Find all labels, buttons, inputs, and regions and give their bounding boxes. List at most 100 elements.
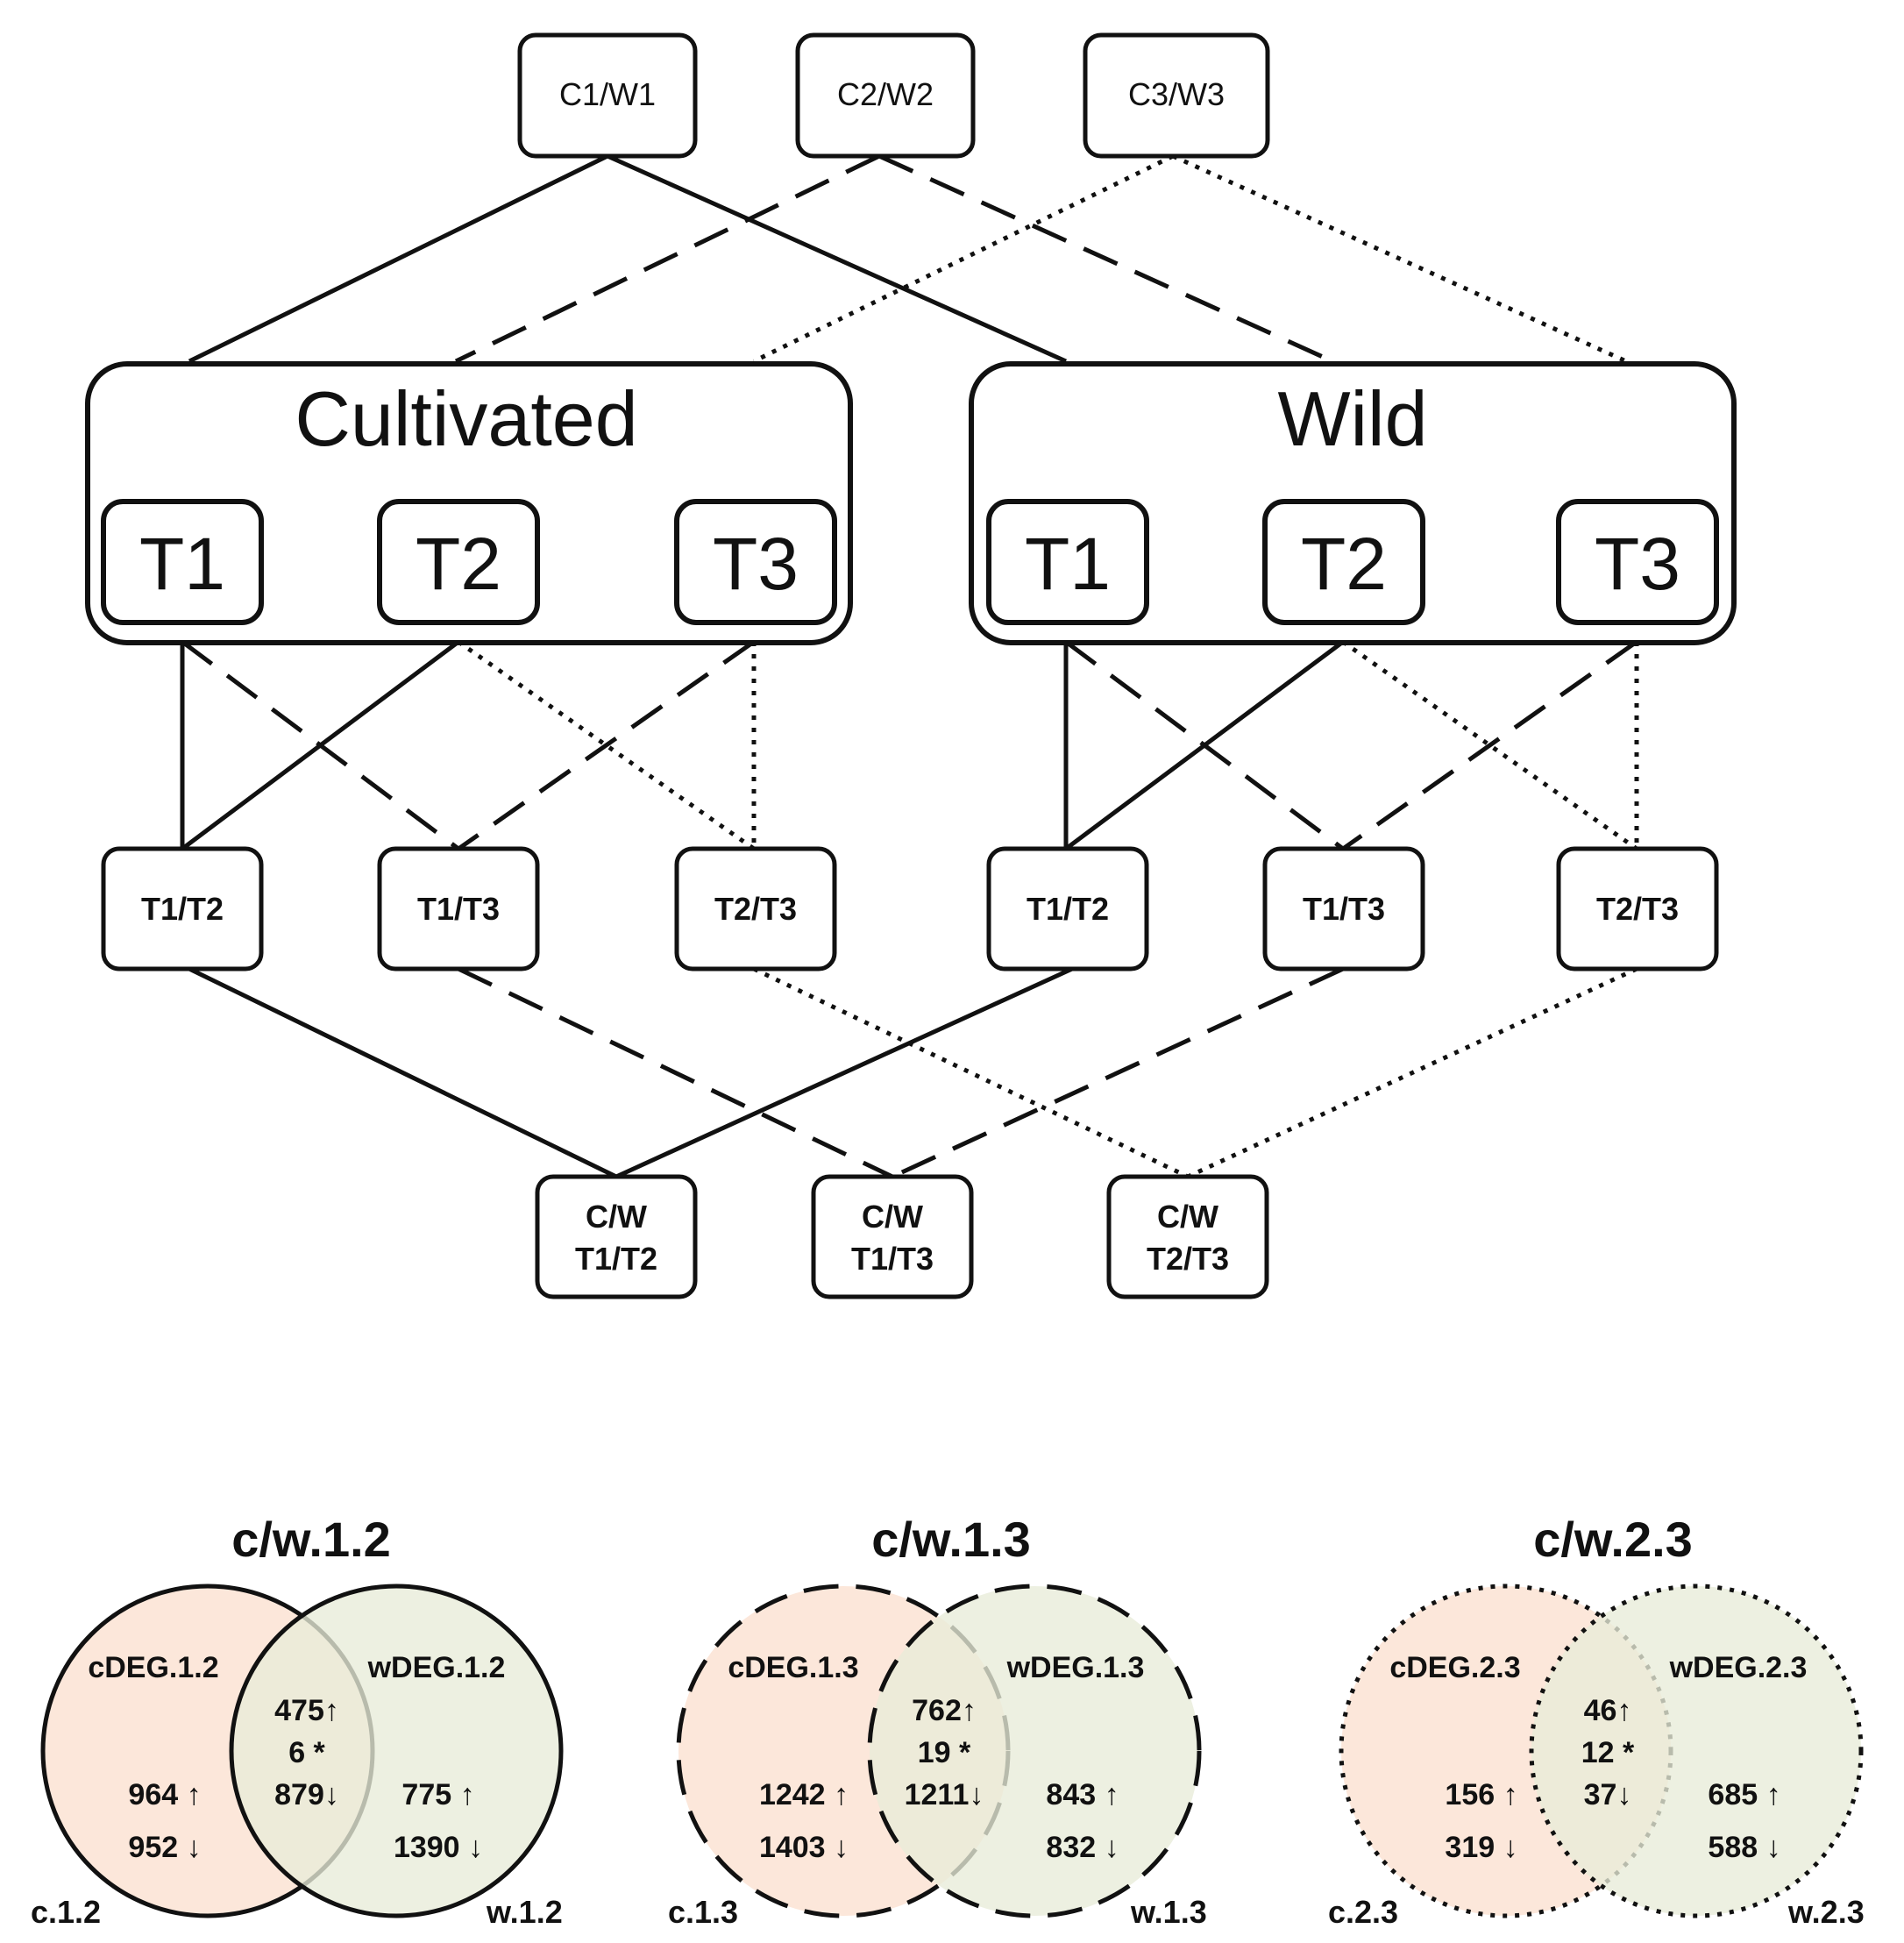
timepoint-box-t2 <box>377 499 540 625</box>
cw-label-line2: T2/T3 <box>1147 1241 1229 1277</box>
venn-right-up: 843 ↑ <box>1046 1778 1119 1811</box>
venn-left-up: 1242 ↑ <box>759 1778 849 1811</box>
venn-left-label: cDEG.1.3 <box>728 1651 858 1684</box>
venn-cw-2-3: c/w.2.3 cDEG.2.3 wDEG.2.3 46↑ 12 * 37↓ 1… <box>1328 1512 1865 1930</box>
timepoint-box-t3 <box>1556 499 1719 625</box>
venn-overlap-down: 879↓ <box>274 1778 339 1811</box>
venn-overlap-down: 1211↓ <box>905 1778 984 1811</box>
line-c-t1-t1t3 <box>181 639 460 851</box>
venn-right-label: wDEG.1.2 <box>367 1651 506 1684</box>
top-boxes: C1/W1 C2/W2 C3/W3 <box>517 32 1270 159</box>
top-box-label: C2/W2 <box>837 76 934 112</box>
venn-right-down: 588 ↓ <box>1708 1831 1780 1864</box>
venn-left-corner: c.2.3 <box>1328 1894 1398 1930</box>
timepoint-label: T1 <box>1025 523 1111 605</box>
timepoint-box-t3 <box>674 499 837 625</box>
venn-title: c/w.2.3 <box>1533 1512 1693 1567</box>
timepoint-label: T1 <box>139 523 225 605</box>
comparison-boxes <box>101 846 1719 972</box>
line-c2w2-cultivated <box>454 153 881 364</box>
comparison-label: T1/T2 <box>141 891 224 927</box>
connector-lines <box>180 153 1639 1179</box>
cw-box-t2t3 <box>1106 1174 1269 1299</box>
top-box-label: C1/W1 <box>559 76 656 112</box>
comparison-label: T1/T2 <box>1027 891 1109 927</box>
cw-label-line2: T1/T3 <box>851 1241 934 1277</box>
venn-left-corner: c.1.3 <box>668 1894 738 1930</box>
venn-right-corner: w.1.2 <box>486 1894 563 1930</box>
timepoint-label: T3 <box>713 523 799 605</box>
comparison-label: T2/T3 <box>1596 891 1679 927</box>
venn-right-down: 1390 ↓ <box>394 1831 483 1864</box>
venn-overlap-up: 46↑ <box>1584 1694 1632 1727</box>
venn-left-label: cDEG.1.2 <box>88 1651 218 1684</box>
venn-overlap-mixed: 19 * <box>918 1736 971 1769</box>
comparison-box-w-t1t2 <box>986 846 1149 972</box>
comparison-box-c-t1t3 <box>377 846 540 972</box>
line-w-t2t3-cw <box>1186 966 1638 1179</box>
top-box-c1w1: C1/W1 <box>517 32 698 159</box>
venn-title: c/w.1.3 <box>871 1512 1031 1567</box>
comparison-box-w-t1t3 <box>1262 846 1425 972</box>
venn-left-up: 156 ↑ <box>1445 1778 1517 1811</box>
venn-left-down: 952 ↓ <box>128 1831 201 1864</box>
top-box-c2w2: C2/W2 <box>795 32 976 159</box>
comparison-labels: T1/T2 T1/T3 T2/T3 T1/T2 T1/T3 T2/T3 <box>141 891 1679 927</box>
top-box-label: C3/W3 <box>1128 76 1225 112</box>
timepoint-label: T2 <box>416 523 501 605</box>
venn-circle-wild <box>229 1584 564 1918</box>
timepoint-box-t1 <box>986 499 1149 625</box>
line-c1w1-wild <box>606 153 1068 364</box>
line-c2w2-wild <box>877 153 1334 364</box>
timepoint-label: T2 <box>1301 523 1387 605</box>
venn-overlap-up: 762↑ <box>912 1694 977 1727</box>
cw-label-line1: C/W <box>1157 1199 1218 1235</box>
comparison-label: T1/T3 <box>417 891 500 927</box>
top-box-c3w3: C3/W3 <box>1083 32 1270 159</box>
line-w-t1t3-cw <box>891 966 1345 1179</box>
venn-circle-wild <box>1529 1584 1864 1918</box>
group-cultivated: Cultivated T1 T2 T3 <box>85 361 853 645</box>
line-c-t3-t1t3 <box>457 639 756 851</box>
cw-box-t1t3 <box>811 1174 974 1299</box>
line-c1w1-cultivated <box>188 153 609 364</box>
cw-box-t1t2 <box>535 1174 698 1299</box>
timepoint-box-t1 <box>101 499 264 625</box>
cw-label-line2: T1/T2 <box>575 1241 657 1277</box>
comparison-box-c-t2t3 <box>674 846 837 972</box>
comparison-label: T2/T3 <box>714 891 797 927</box>
venn-left-corner: c.1.2 <box>31 1894 101 1930</box>
line-c3w3-cultivated <box>752 153 1175 364</box>
line-c3w3-wild <box>1171 153 1628 364</box>
comparison-box-w-t2t3 <box>1556 846 1719 972</box>
timepoint-label: T3 <box>1595 523 1680 605</box>
line-w-t3-t1t3 <box>1341 639 1638 851</box>
cw-boxes <box>535 1174 1269 1299</box>
venn-right-up: 775 ↑ <box>401 1778 474 1811</box>
line-w-t1t2-cw <box>615 966 1074 1179</box>
venn-overlap-up: 475↑ <box>274 1694 339 1727</box>
venn-cw-1-2: c/w.1.2 cDEG.1.2 wDEG.1.2 475↑ 6 * 879↓ … <box>31 1512 564 1930</box>
venn-right-corner: w.2.3 <box>1787 1894 1865 1930</box>
venn-left-label: cDEG.2.3 <box>1389 1651 1520 1684</box>
venn-right-label: wDEG.1.3 <box>1006 1651 1145 1684</box>
comparison-box-c-t1t2 <box>101 846 264 972</box>
venn-right-up: 685 ↑ <box>1708 1778 1780 1811</box>
venn-overlap-mixed: 6 * <box>288 1736 325 1769</box>
timepoint-box-t2 <box>1262 499 1425 625</box>
line-w-t1-t1t3 <box>1064 639 1345 851</box>
venn-left-up: 964 ↑ <box>128 1778 201 1811</box>
venn-right-corner: w.1.3 <box>1130 1894 1207 1930</box>
venn-right-label: wDEG.2.3 <box>1669 1651 1808 1684</box>
group-wild: Wild T1 T2 T3 <box>969 361 1737 645</box>
venn-left-down: 1403 ↓ <box>759 1831 849 1864</box>
venn-overlap-down: 37↓ <box>1584 1778 1632 1811</box>
venn-right-down: 832 ↓ <box>1046 1831 1119 1864</box>
venn-cw-1-3: c/w.1.3 cDEG.1.3 wDEG.1.3 762↑ 19 * 1211… <box>668 1512 1207 1930</box>
venn-circle-wild <box>867 1584 1202 1918</box>
group-title: Wild <box>1277 375 1427 462</box>
line-c-t1t3-cw <box>457 966 894 1179</box>
venn-title: c/w.1.2 <box>231 1512 391 1567</box>
venn-left-down: 319 ↓ <box>1445 1831 1517 1864</box>
